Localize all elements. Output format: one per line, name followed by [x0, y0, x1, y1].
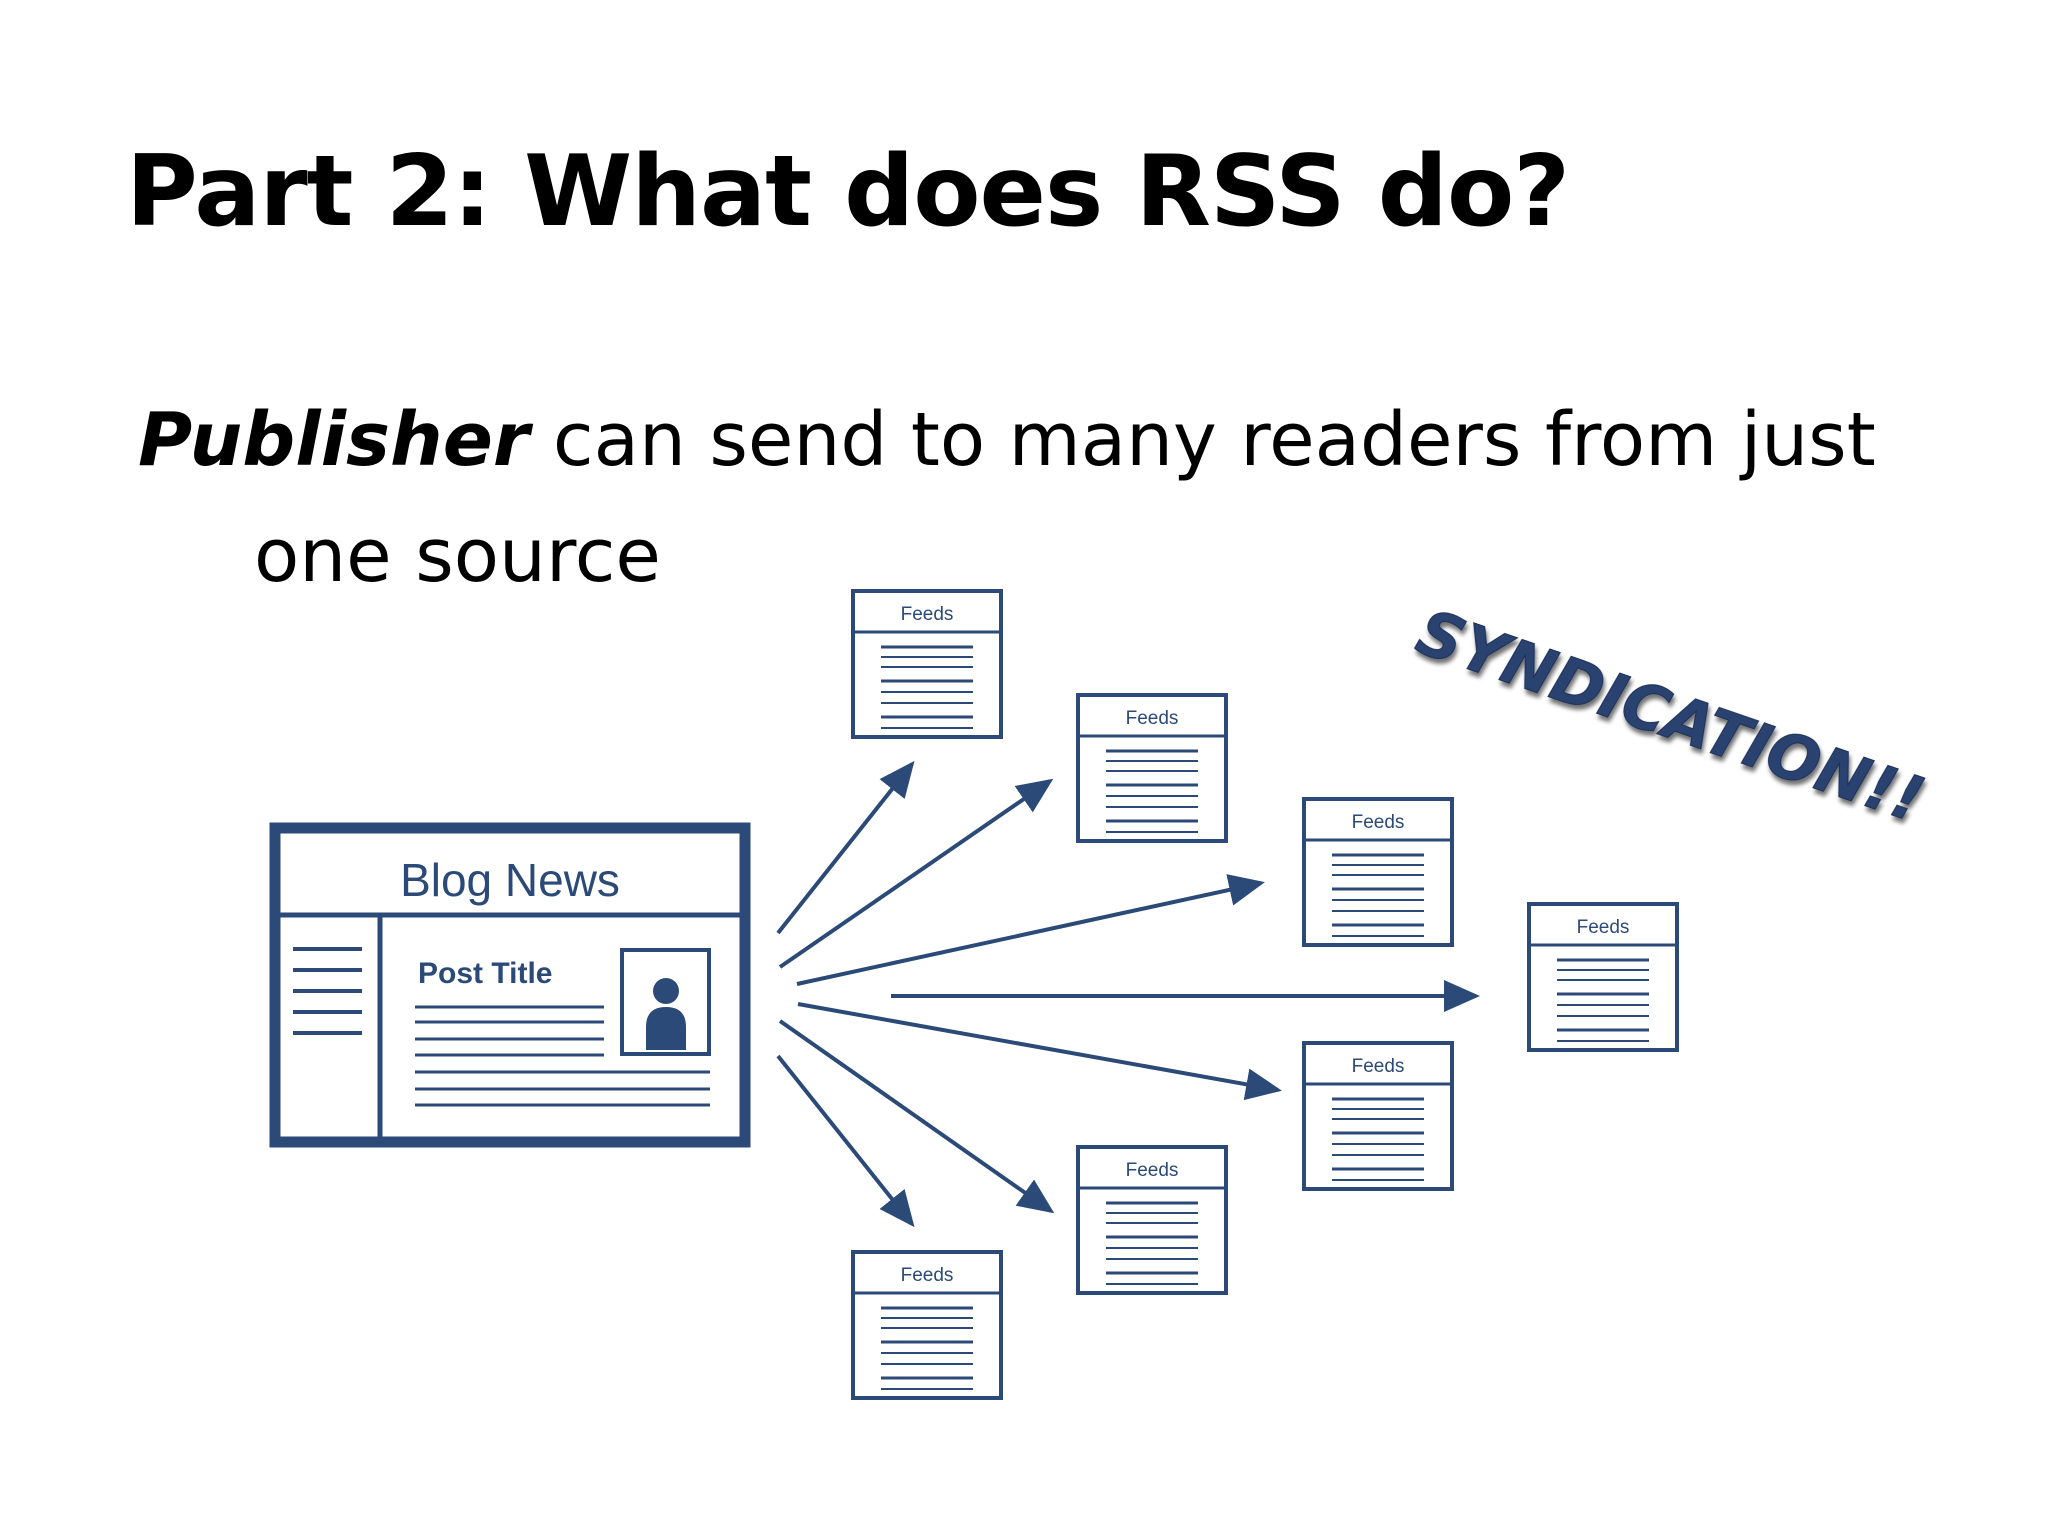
arrow-6 — [778, 1019, 1055, 1214]
blog-header: Blog News — [400, 854, 620, 906]
post-text-lines — [415, 1005, 710, 1107]
feed-card-label: Feeds — [1352, 812, 1405, 833]
sidebar-lines — [293, 947, 362, 1035]
bullet-text: Publisher can send to many readers from … — [138, 382, 1958, 614]
arrow-7 — [776, 1054, 915, 1228]
feed-card: Feeds — [851, 589, 1003, 739]
arrow-3 — [796, 874, 1265, 986]
arrow-1 — [776, 760, 915, 935]
person-icon — [620, 948, 711, 1056]
feed-card-label: Feeds — [901, 1265, 954, 1286]
feed-card-label: Feeds — [1126, 708, 1179, 729]
publisher-page: Blog News Post Title — [269, 822, 751, 1148]
feed-card-label: Feeds — [1577, 917, 1630, 938]
feed-card: Feeds — [851, 1250, 1003, 1400]
arrow-2 — [778, 778, 1054, 969]
bullet-rest: can send to many readers from just — [529, 397, 1876, 483]
bullet-line2: one source — [254, 513, 661, 599]
feed-card: Feeds — [1527, 902, 1679, 1052]
post-title: Post Title — [418, 957, 552, 990]
arrow-5 — [797, 1002, 1282, 1101]
syndication-callout: SYNDICATION!! — [1408, 595, 1933, 837]
feed-card: Feeds — [1076, 693, 1228, 843]
feed-card-label: Feeds — [1352, 1056, 1405, 1077]
feed-card: Feeds — [1302, 797, 1454, 947]
feed-card-label: Feeds — [901, 604, 954, 625]
slide-title: Part 2: What does RSS do? — [126, 135, 1570, 249]
feed-card: Feeds — [1302, 1041, 1454, 1191]
feed-card-label: Feeds — [1126, 1160, 1179, 1181]
bullet-emphasis: Publisher — [138, 397, 530, 483]
arrows — [776, 760, 1480, 1228]
feed-card: Feeds — [1076, 1145, 1228, 1295]
